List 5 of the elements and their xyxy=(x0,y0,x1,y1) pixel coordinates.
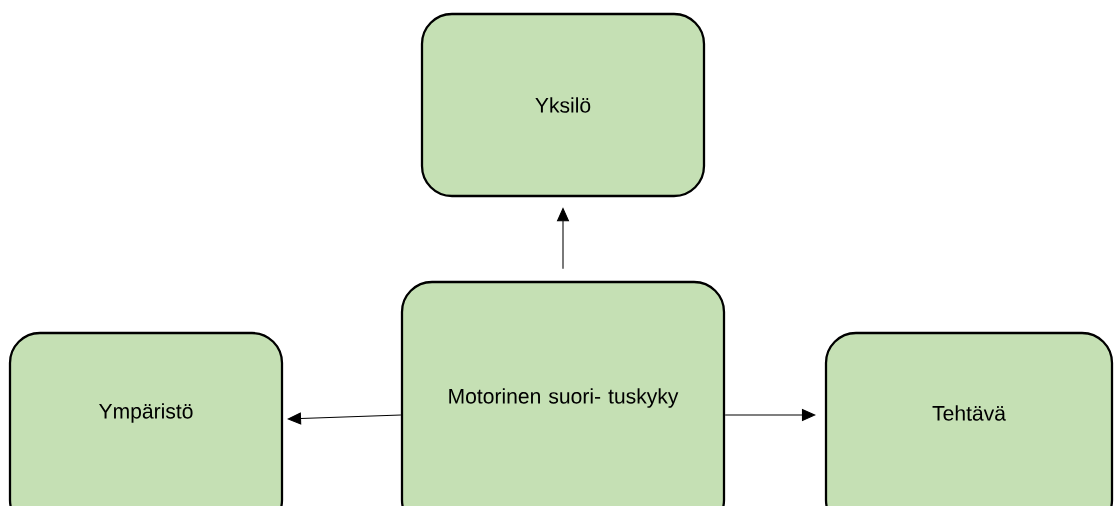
rounded-box: Ympäristö xyxy=(8,331,284,506)
arrow xyxy=(287,412,402,425)
rounded-box: Motorinen suori- tuskyky xyxy=(400,280,726,506)
rounded-box: Yksilö xyxy=(420,12,706,198)
rounded-box: Tehtävä xyxy=(824,331,1114,506)
